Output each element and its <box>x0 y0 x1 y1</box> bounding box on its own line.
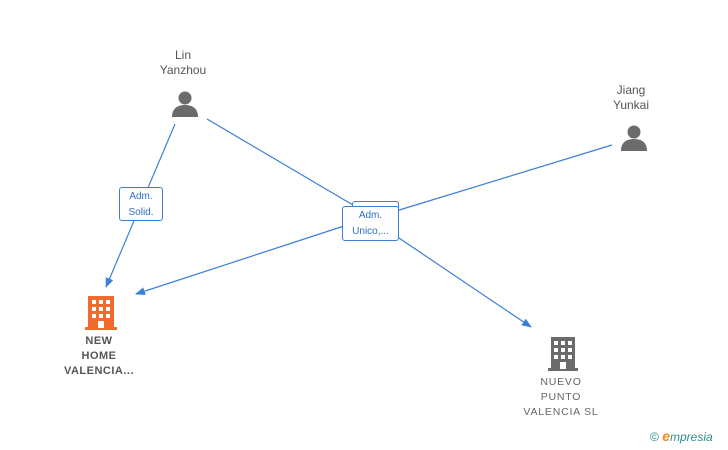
person-name-lin[interactable]: Lin Yanzhou <box>159 48 207 77</box>
edge-jiang-to-unico <box>395 144 613 212</box>
brand-name: mpresia <box>669 430 713 444</box>
company-name-nuevo[interactable]: NUEVO PUNTO VALENCIA SL <box>523 376 599 418</box>
edge-unico-to-nuevo <box>395 235 532 328</box>
role-box-adm-solid[interactable]: Adm. Solid. <box>119 187 163 221</box>
brand-initial: e <box>662 428 670 444</box>
empresia-brand[interactable]: © empresia <box>650 428 713 444</box>
person-name-jiang[interactable]: Jiang Yunkai <box>612 83 650 112</box>
role-box-adm-unico[interactable]: Adm. Unico,... <box>342 206 399 241</box>
building-icon[interactable] <box>85 295 117 331</box>
person-icon[interactable] <box>619 123 649 153</box>
edge-unico-to-newhome <box>135 225 345 296</box>
copyright-icon: © <box>650 430 659 444</box>
role-box-stack-shadow <box>352 201 399 210</box>
edge-lin-to-unico <box>206 118 359 209</box>
building-icon[interactable] <box>548 336 578 372</box>
company-name-newhome[interactable]: NEW HOME VALENCIA... <box>63 335 135 377</box>
person-icon[interactable] <box>170 89 200 119</box>
